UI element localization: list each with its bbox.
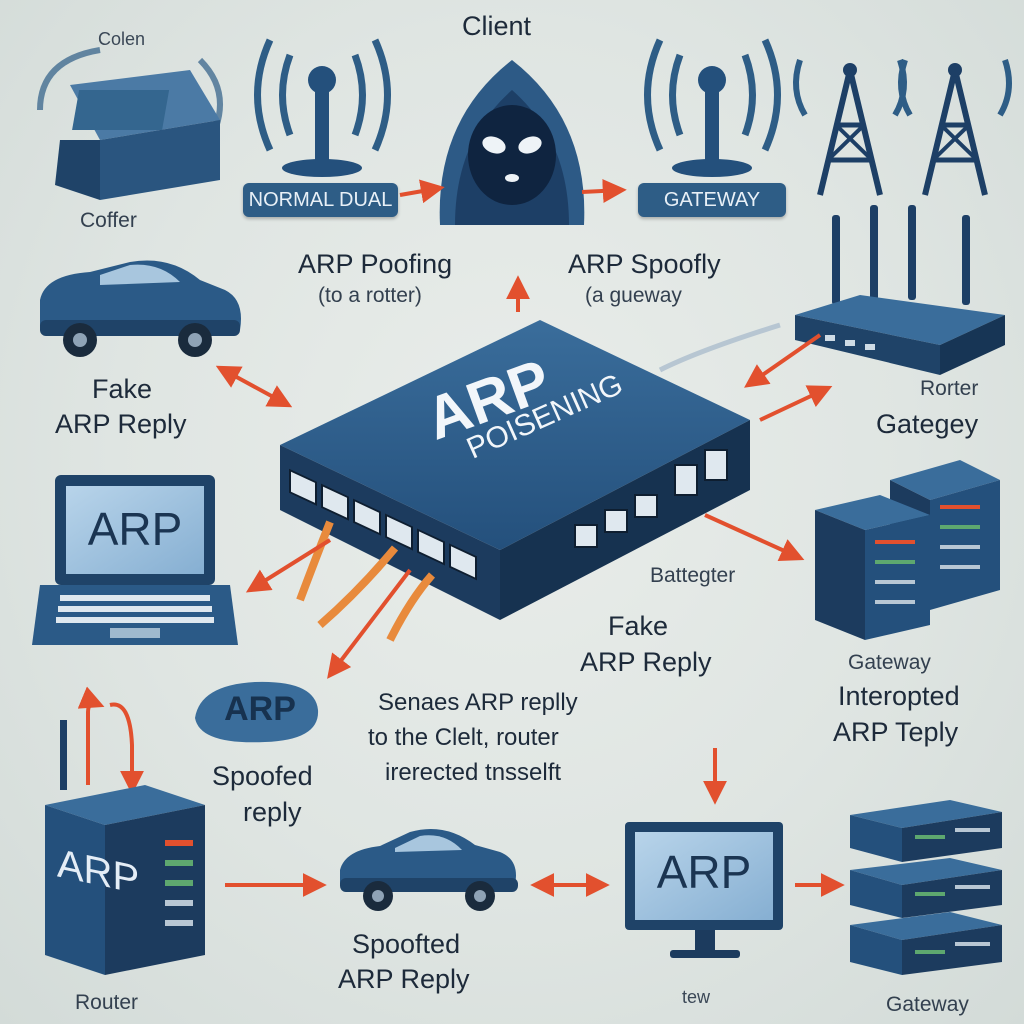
server-tower-icon — [45, 686, 205, 975]
arrow-normal-to-hacker — [399, 179, 445, 204]
gategey-label: Gategey — [876, 409, 979, 439]
arrow-switch-to-router — [759, 385, 833, 422]
arp-spoofly-label: ARP Spoofly — [568, 249, 721, 279]
server-pair-icon — [815, 460, 1000, 640]
arrow-hacker-to-gateway — [581, 178, 627, 203]
arp-badge-shape — [195, 681, 319, 743]
arrow-fake-reply-left — [215, 365, 293, 408]
computer-icon-top-left — [37, 47, 223, 200]
fake-reply-mid-line1: Fake — [608, 611, 669, 641]
gateway-right-label: Gateway — [848, 651, 931, 674]
router-bottom-label: Router — [75, 991, 139, 1014]
sends-line2: to the Clelt, router — [368, 724, 559, 751]
arrow-switch-down — [327, 568, 412, 679]
antenna-icon-gateway — [644, 38, 781, 177]
tower-icon-left — [793, 59, 907, 196]
top-left-caption: Colen — [98, 29, 146, 49]
fake-reply-left-line1: Fake — [92, 374, 153, 404]
central-switch — [280, 320, 781, 642]
spoofted-line2: ARP Reply — [338, 964, 470, 994]
arrow-switch-to-laptop — [245, 538, 332, 593]
monitor-icon — [625, 822, 783, 958]
sends-line1: Senaes ARP replly — [378, 689, 578, 716]
arp-poofing-label: ARP Poofing — [298, 249, 453, 279]
server-stack-icon — [850, 800, 1002, 975]
arp-badge-label: ARP — [224, 690, 296, 728]
hacker-icon — [439, 60, 585, 225]
fake-reply-left-line2: ARP Reply — [55, 409, 187, 439]
a-gueway-label: (a gueway — [585, 284, 682, 307]
spoofed-reply-line2: reply — [243, 797, 302, 827]
fake-reply-mid-line2: ARP Reply — [580, 647, 712, 677]
tew-label: tew — [682, 987, 711, 1007]
sends-line3: irerected tnsselft — [385, 759, 562, 786]
interopted-line1: Interopted — [838, 681, 960, 711]
to-a-router-label: (to a rotter) — [318, 284, 422, 307]
arrow-switch-to-servers — [704, 513, 805, 562]
car-icon-top — [40, 260, 241, 357]
client-title: Client — [462, 11, 532, 41]
car-icon-bottom — [340, 828, 518, 911]
top-left-device-label: Coffer — [80, 209, 137, 232]
router-right-label: Rorter — [920, 377, 979, 400]
router-icon-right — [795, 205, 1005, 375]
arrow-router-to-switch — [744, 333, 822, 388]
monitor-screen-label: ARP — [656, 846, 752, 898]
laptop-screen-label: ARP — [87, 503, 183, 555]
gateway-pill: GATEWAY — [638, 183, 786, 217]
antenna-icon-top — [254, 38, 391, 177]
normal-pill: NORMAL DUAL — [243, 183, 398, 217]
laptop-icon — [32, 475, 238, 645]
spoofted-line1: Spoofted — [352, 929, 461, 959]
battegter-label: Battegter — [650, 564, 736, 587]
interopted-line2: ARP Teply — [833, 717, 959, 747]
spoofed-reply-line1: Spoofed — [212, 761, 313, 791]
gateway-bottom-label: Gateway — [886, 993, 969, 1016]
tower-icon-right — [898, 59, 1012, 196]
